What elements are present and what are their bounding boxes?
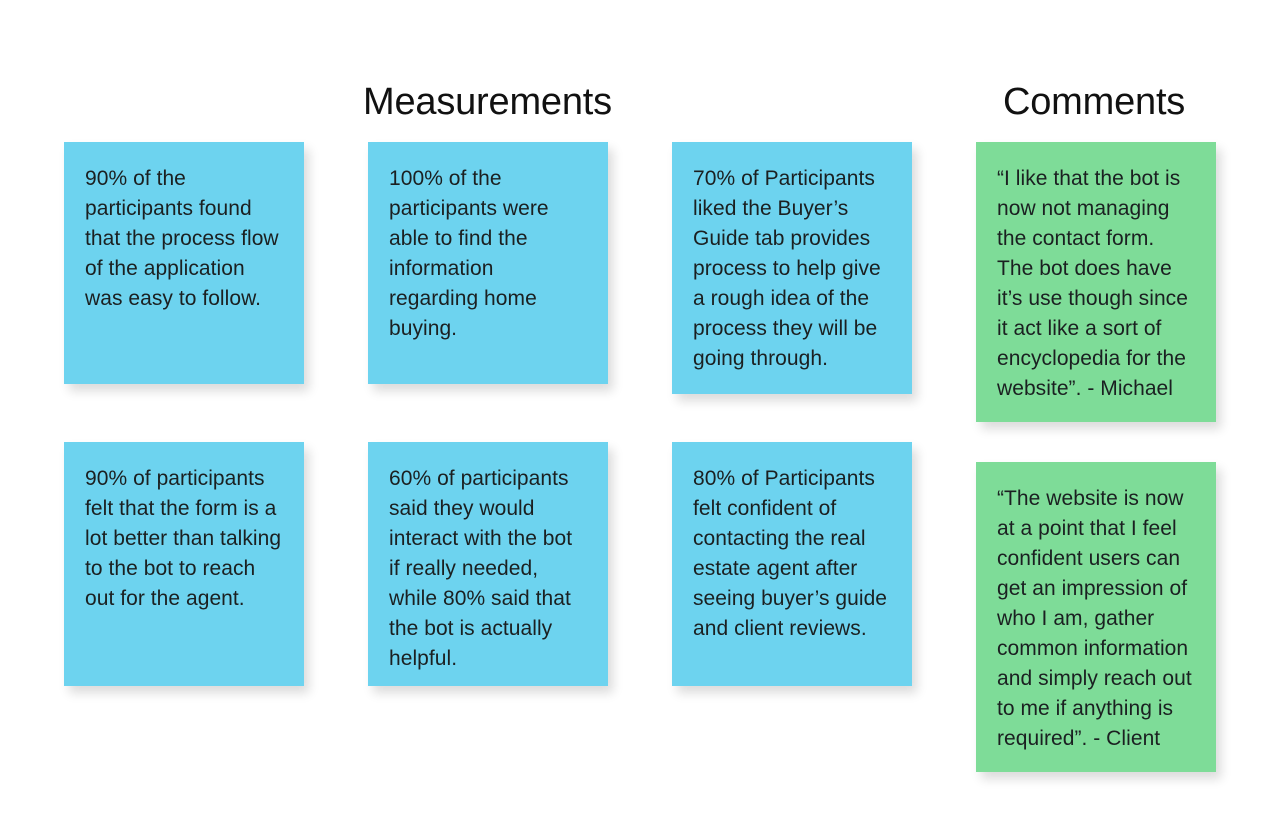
measurement-card[interactable]: 90% of participants felt that the form i… [64,442,304,686]
measurement-card[interactable]: 90% of the participants found that the p… [64,142,304,384]
measurement-card[interactable]: 70% of Participants liked the Buyer’s Gu… [672,142,912,394]
comment-card-text: “The website is now at a point that I fe… [997,487,1192,750]
measurement-card[interactable]: 80% of Participants felt confident of co… [672,442,912,686]
comment-card[interactable]: “The website is now at a point that I fe… [976,462,1216,772]
measurement-card-text: 80% of Participants felt confident of co… [693,467,888,640]
comment-card-text: “I like that the bot is now not managing… [997,167,1188,400]
page-title-measurements: Measurements [363,81,612,124]
page-title-comments: Comments [1003,81,1186,124]
measurement-card[interactable]: 60% of participants said they would inte… [368,442,608,686]
measurement-card-text: 100% of the participants were able to fi… [389,167,549,340]
measurement-card-text: 90% of participants felt that the form i… [85,467,282,610]
measurement-card-text: 70% of Participants liked the Buyer’s Gu… [693,167,881,370]
measurement-card[interactable]: 100% of the participants were able to fi… [368,142,608,384]
measurement-card-text: 90% of the participants found that the p… [85,167,279,310]
measurement-card-text: 60% of participants said they would inte… [389,467,573,670]
comment-card[interactable]: “I like that the bot is now not managing… [976,142,1216,422]
